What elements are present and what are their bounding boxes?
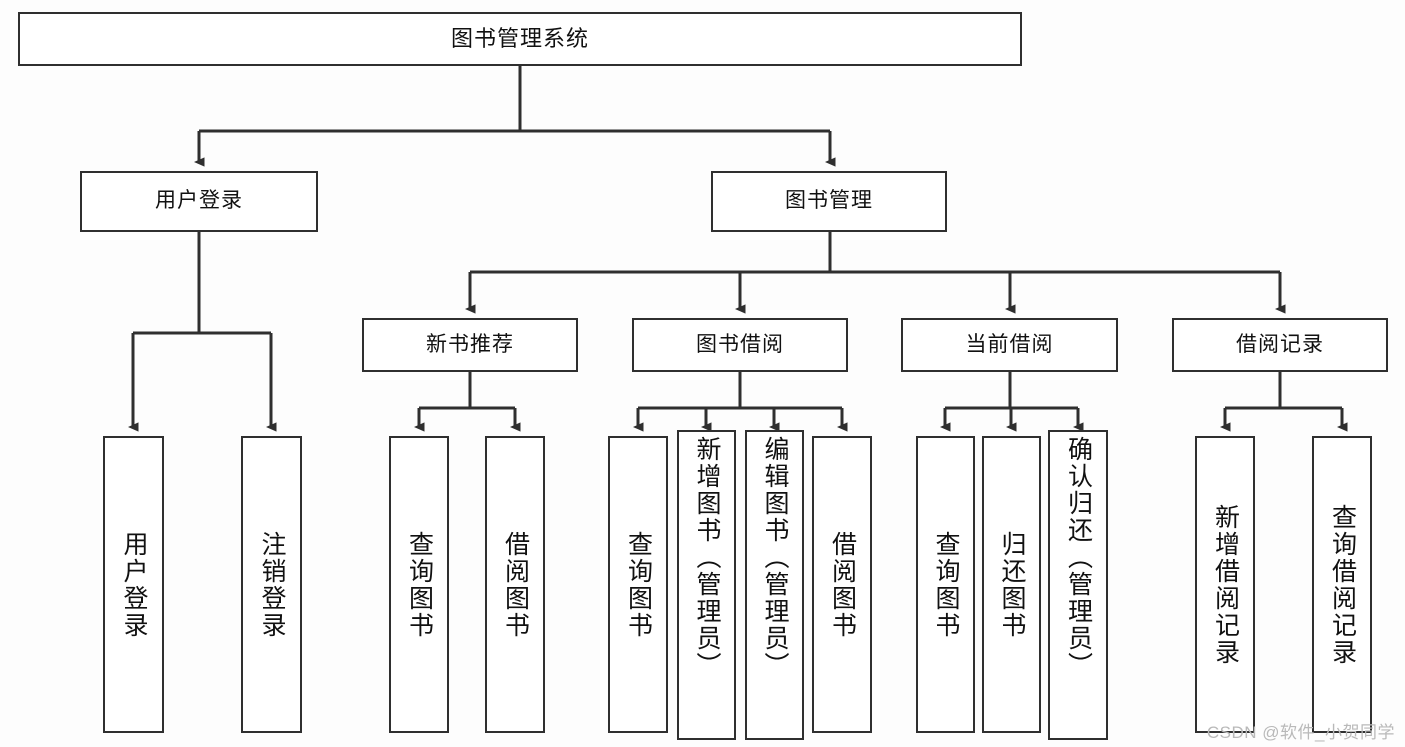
leaf-edit-book[interactable]: 编辑图书（管理员）: [745, 430, 804, 740]
node-new-book-recommend[interactable]: 新书推荐: [362, 318, 578, 372]
leaf-add-book-label: 新增图书（管理员）: [693, 436, 721, 679]
leaf-add-record-label: 新增借阅记录: [1211, 503, 1240, 666]
leaf-borrow-book-2[interactable]: 借阅图书: [812, 436, 872, 733]
node-current-borrow[interactable]: 当前借阅: [901, 318, 1118, 372]
node-borrow-record[interactable]: 借阅记录: [1172, 318, 1388, 372]
node-book-borrow-label: 图书借阅: [696, 332, 784, 356]
leaf-user-logout[interactable]: 注销登录: [241, 436, 302, 733]
leaf-borrow-book-2-label: 借阅图书: [828, 530, 857, 639]
leaf-query-book-2-label: 查询图书: [624, 530, 653, 639]
leaf-borrow-book-1[interactable]: 借阅图书: [485, 436, 545, 733]
leaf-return-book-label: 归还图书: [998, 530, 1026, 639]
leaf-edit-book-label: 编辑图书（管理员）: [761, 436, 789, 679]
leaf-query-record-label: 查询借阅记录: [1328, 503, 1357, 666]
node-root-label: 图书管理系统: [450, 26, 589, 52]
leaf-return-book[interactable]: 归还图书: [982, 436, 1041, 733]
leaf-confirm-return[interactable]: 确认归还（管理员）: [1048, 430, 1108, 740]
node-new-book-recommend-label: 新书推荐: [426, 332, 514, 356]
leaf-query-record[interactable]: 查询借阅记录: [1312, 436, 1372, 733]
leaf-query-book-1-label: 查询图书: [405, 530, 434, 639]
node-current-borrow-label: 当前借阅: [965, 332, 1054, 356]
leaf-user-login[interactable]: 用户登录: [103, 436, 164, 733]
leaf-query-book-3-label: 查询图书: [932, 530, 960, 639]
node-book-manage[interactable]: 图书管理: [711, 171, 947, 232]
leaf-query-book-3[interactable]: 查询图书: [916, 436, 975, 733]
node-root[interactable]: 图书管理系统: [18, 12, 1022, 66]
leaf-user-login-label: 用户登录: [120, 530, 148, 639]
node-borrow-record-label: 借阅记录: [1236, 332, 1324, 356]
node-book-manage-label: 图书管理: [785, 189, 873, 213]
leaf-confirm-return-label: 确认归还（管理员）: [1064, 436, 1093, 679]
leaf-query-book-1[interactable]: 查询图书: [389, 436, 449, 733]
leaf-query-book-2[interactable]: 查询图书: [608, 436, 668, 733]
node-user-login[interactable]: 用户登录: [80, 171, 318, 232]
leaf-user-logout-label: 注销登录: [258, 530, 286, 639]
leaf-add-record[interactable]: 新增借阅记录: [1195, 436, 1255, 733]
node-book-borrow[interactable]: 图书借阅: [632, 318, 848, 372]
leaf-add-book[interactable]: 新增图书（管理员）: [677, 430, 736, 740]
node-user-login-label: 用户登录: [155, 189, 243, 213]
leaf-borrow-book-1-label: 借阅图书: [501, 530, 530, 639]
